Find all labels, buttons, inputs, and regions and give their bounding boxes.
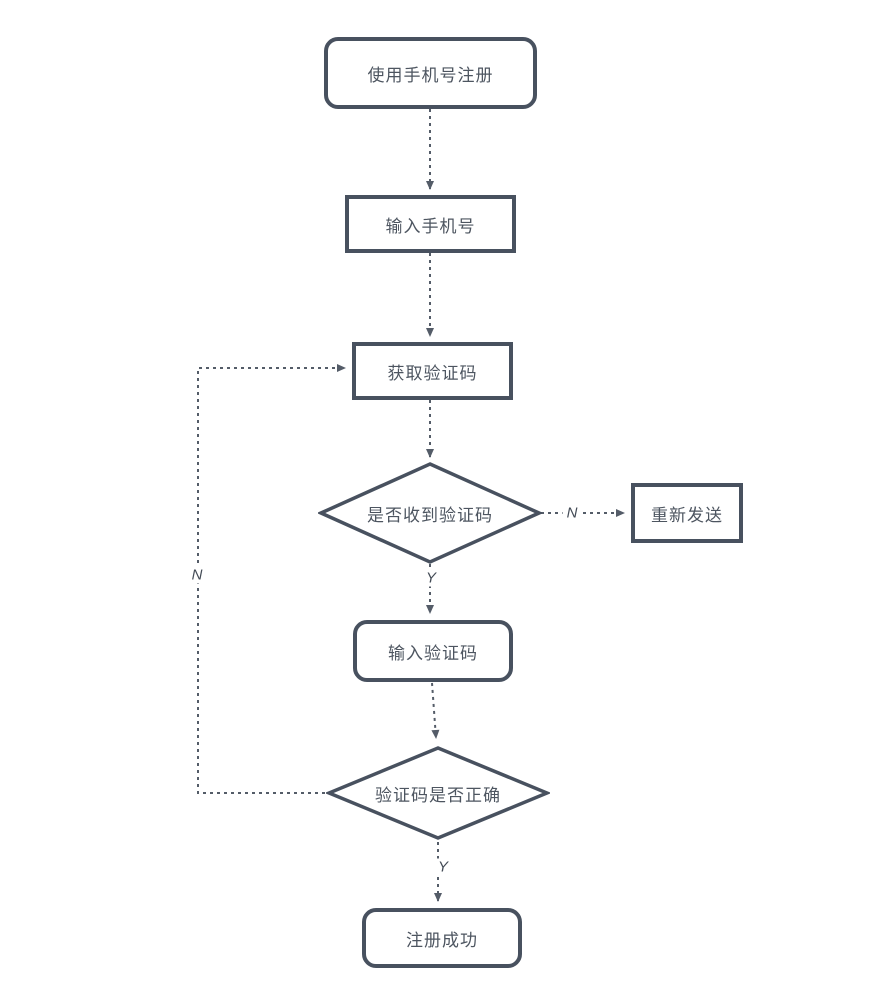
edge-label-received-no: N: [562, 504, 582, 522]
node-start-label: 使用手机号注册: [367, 65, 494, 85]
node-get-code: 获取验证码: [352, 342, 513, 400]
node-enter-code: 输入验证码: [353, 620, 513, 682]
node-start: 使用手机号注册: [324, 37, 537, 109]
node-success: 注册成功: [362, 908, 522, 968]
node-resend-label: 重新发送: [651, 505, 723, 525]
edge-label-received-yes: Y: [421, 569, 441, 587]
edge-label-correct-no: N: [187, 566, 207, 584]
node-correct-check-label: 验证码是否正确: [375, 785, 501, 805]
received-check-diamond-shape: [318, 462, 542, 564]
correct-check-diamond-shape: [326, 746, 550, 840]
node-enter-phone-label: 输入手机号: [385, 216, 476, 236]
node-received-check: 是否收到验证码: [318, 461, 542, 565]
node-correct-check: 验证码是否正确: [326, 745, 550, 841]
edge-label-correct-yes: Y: [433, 858, 453, 876]
node-get-code-label: 获取验证码: [387, 363, 478, 383]
node-success-label: 注册成功: [406, 930, 478, 950]
node-enter-phone: 输入手机号: [345, 195, 516, 253]
connector-enter-code-to-correct-check: [431, 682, 440, 739]
node-resend: 重新发送: [631, 483, 743, 543]
connector-correct-check-to-get-code: [197, 364, 346, 794]
node-received-check-label: 是否收到验证码: [367, 505, 493, 525]
node-enter-code-label: 输入验证码: [388, 643, 478, 663]
